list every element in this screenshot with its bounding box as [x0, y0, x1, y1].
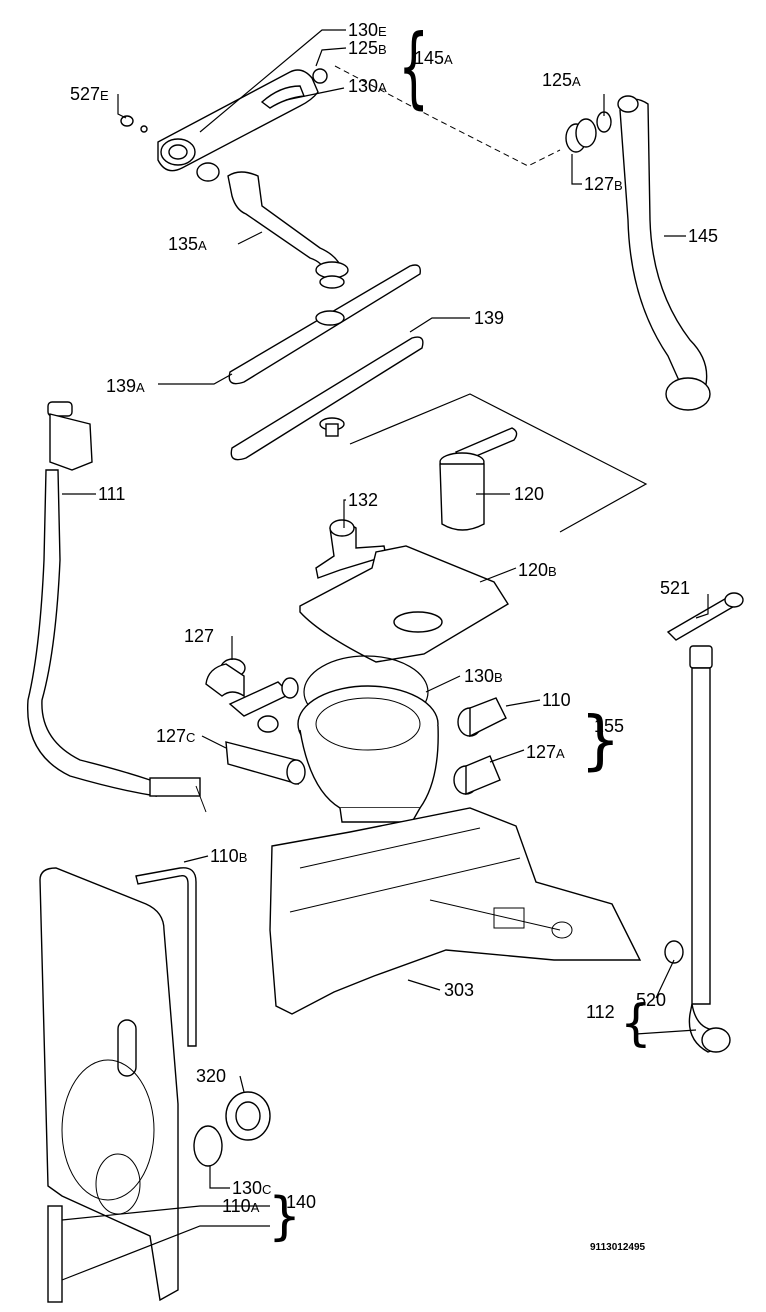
part-spray-arm-upper	[228, 264, 421, 385]
label-127c: 127C	[156, 726, 195, 746]
label-139a: 139A	[106, 376, 145, 396]
part-drain-hose-112	[664, 645, 731, 1053]
label-140: 140	[286, 1192, 316, 1212]
label-120b: 120B	[518, 560, 557, 580]
label-130b: 130B	[464, 666, 503, 686]
label-145a: 145A	[414, 48, 453, 68]
label-125a: 125A	[542, 70, 581, 90]
part-labels: 130E 125B 145A 527E 130A 125A 127B 145 1…	[70, 20, 718, 1253]
leader-lines	[61, 29, 709, 1281]
part-upper-spray-arm-tube	[120, 68, 328, 182]
label-132: 132	[348, 490, 378, 510]
part-inlet-hose-111	[27, 401, 207, 813]
brace-140: }	[268, 1187, 301, 1247]
label-520: 520	[636, 990, 666, 1010]
part-filter-plate-120b	[299, 545, 509, 663]
part-hose-127	[205, 658, 299, 733]
label-130a: 130A	[348, 76, 387, 96]
label-135a: 135A	[168, 234, 207, 254]
part-tube-110b	[135, 867, 197, 1047]
label-130e: 130E	[348, 20, 387, 40]
label-110a: 110A	[222, 1196, 260, 1216]
brace-155: }	[580, 704, 621, 778]
part-hose-127c	[225, 741, 306, 785]
label-155: 155	[594, 716, 624, 736]
brace-112: {	[620, 994, 652, 1052]
part-clip-521	[666, 592, 744, 641]
label-127b: 127B	[584, 174, 623, 194]
part-fittings-127b	[565, 111, 612, 153]
part-sleeves-155	[453, 697, 507, 796]
label-120: 120	[514, 484, 544, 504]
part-seal-130c	[193, 1125, 223, 1167]
label-527e: 527E	[70, 84, 109, 104]
part-base-303	[269, 807, 642, 1015]
label-125b: 125B	[348, 38, 387, 58]
brace-145a: {	[398, 15, 429, 118]
part-filter-120	[439, 427, 518, 531]
label-303: 303	[444, 980, 474, 1000]
part-sump-155	[297, 655, 439, 823]
part-spray-arm-pipe	[227, 171, 349, 289]
label-112: 112	[586, 1002, 615, 1022]
part-seal-320	[225, 1091, 271, 1141]
label-111: 111	[98, 484, 125, 504]
label-320: 320	[196, 1066, 226, 1086]
label-127: 127	[184, 626, 214, 646]
part-hose-145	[617, 95, 711, 411]
label-127a: 127A	[526, 742, 565, 762]
outline-bracket	[349, 393, 648, 533]
label-110: 110	[542, 690, 571, 710]
label-130c: 130C	[232, 1178, 271, 1198]
connection-dashed-line	[334, 65, 561, 167]
label-110b: 110B	[210, 846, 247, 866]
label-145: 145	[688, 226, 718, 246]
label-139: 139	[474, 308, 504, 328]
label-521: 521	[660, 578, 690, 598]
braces: { } { }	[268, 15, 652, 1247]
part-132	[315, 519, 387, 579]
drawing-code: 9113012495	[590, 1242, 646, 1253]
part-front-panel-140	[39, 867, 179, 1303]
part-spray-arm-lower	[230, 336, 424, 461]
